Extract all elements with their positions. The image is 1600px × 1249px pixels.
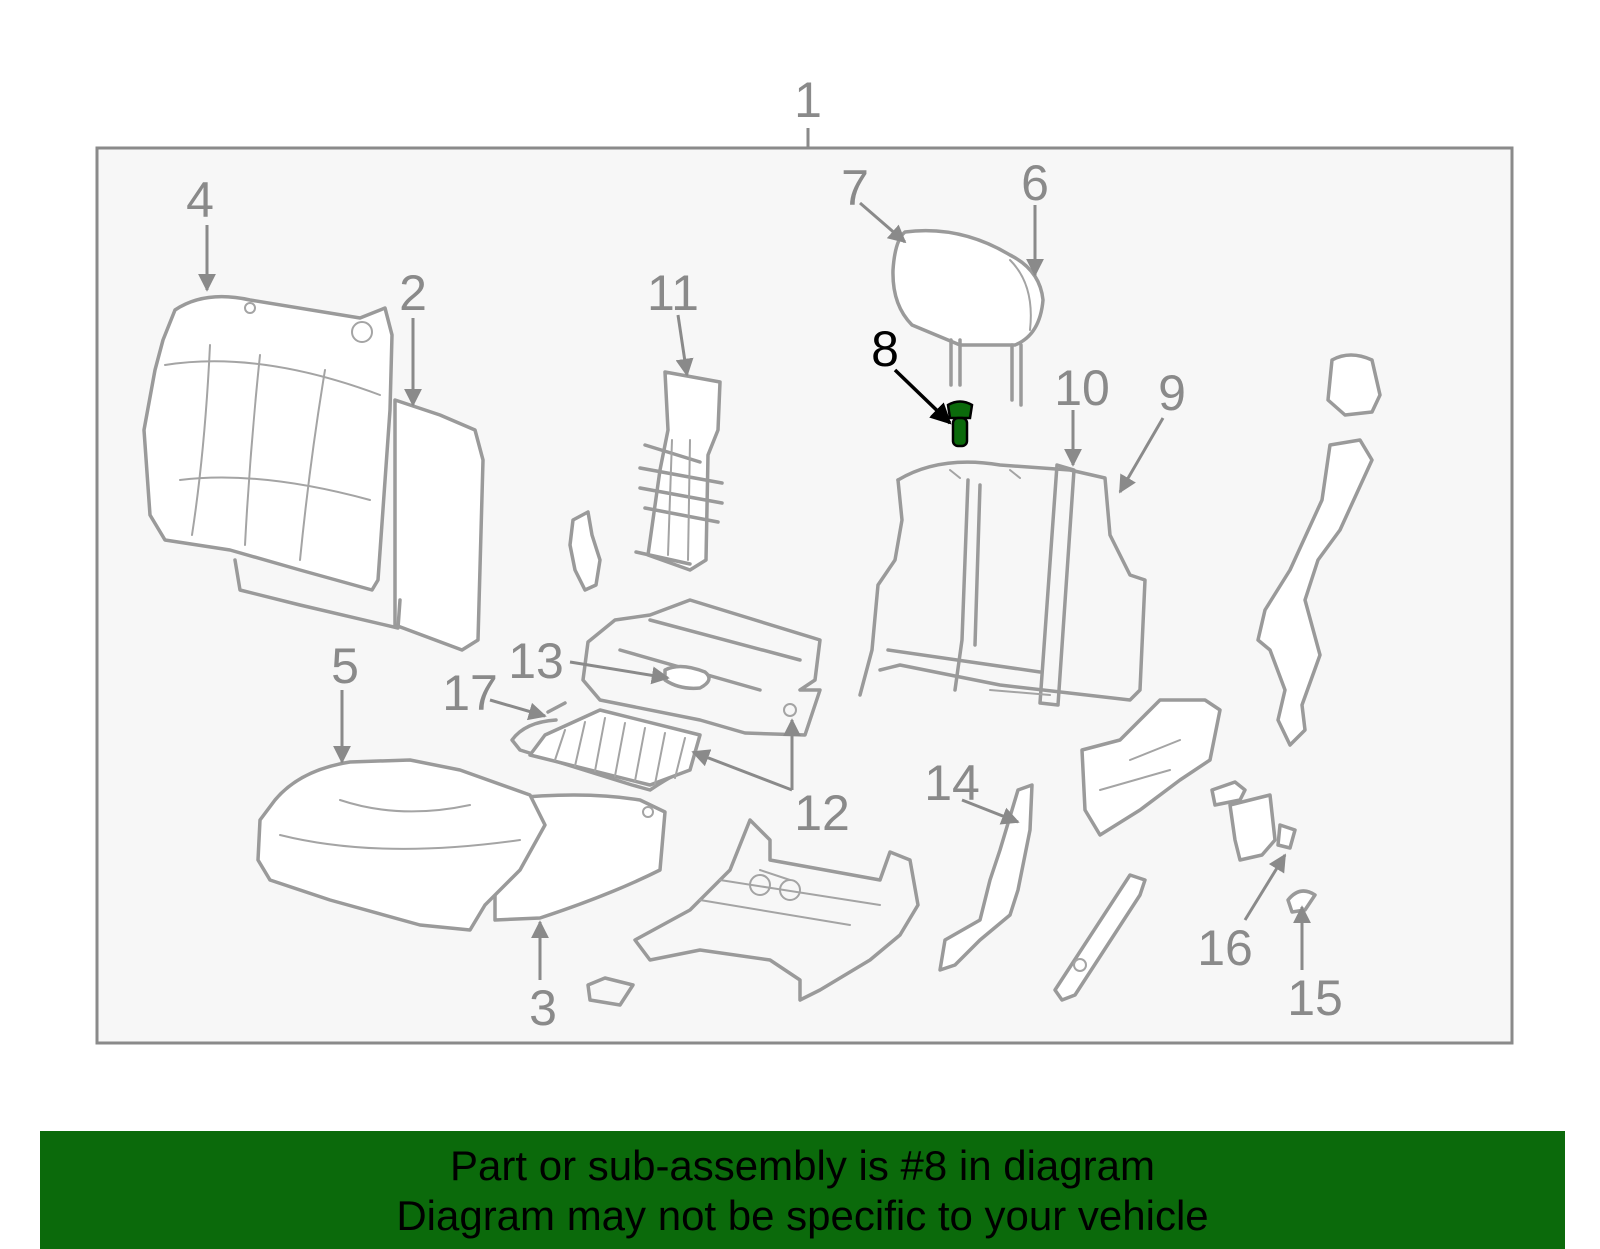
- leader-16: [1243, 853, 1287, 921]
- headrest-guide-part-8: [946, 400, 974, 448]
- callout-15: 15: [1287, 970, 1343, 1026]
- console-bin: [1080, 698, 1222, 837]
- leader-11: [675, 314, 694, 377]
- seat-adjuster-track: [633, 818, 920, 1002]
- lumbar-support: [634, 370, 724, 572]
- parts-diagram: 1 4 2 11 7 6 8 10 9 13 17 5 12 14 3 16 1…: [95, 72, 1514, 1045]
- callout-10: 10: [1054, 360, 1110, 416]
- track-cover: [1053, 873, 1147, 1002]
- callout-7: 7: [841, 160, 869, 216]
- callout-4: 4: [186, 172, 214, 228]
- callout-13: 13: [508, 633, 564, 689]
- callout-6: 6: [1021, 155, 1049, 211]
- leader-12a: [691, 749, 793, 792]
- callout-5: 5: [331, 638, 359, 694]
- recliner-handle-clip: [568, 510, 602, 592]
- bracket: [586, 976, 635, 1007]
- callout-8: 8: [871, 321, 899, 377]
- banner-line-1: Part or sub-assembly is #8 in diagram: [450, 1142, 1155, 1189]
- leader-14: [961, 798, 1020, 825]
- callout-2: 2: [399, 265, 427, 321]
- side-shield: [1256, 353, 1382, 747]
- seat-back-frame: [858, 460, 1147, 707]
- leader-7: [859, 201, 907, 244]
- info-banner: Part or sub-assembly is #8 in diagram Di…: [40, 1131, 1565, 1249]
- callout-11: 11: [647, 265, 699, 321]
- banner-line-2: Diagram may not be specific to your vehi…: [396, 1192, 1209, 1239]
- callout-3: 3: [529, 980, 557, 1036]
- seat-back-cover: [142, 294, 485, 652]
- callout-12: 12: [794, 785, 850, 841]
- seat-cushion-frame: [581, 598, 822, 737]
- callout-16: 16: [1197, 920, 1253, 976]
- recliner-cover: [938, 783, 1034, 972]
- leader-8: [893, 368, 952, 425]
- leader-13: [569, 660, 670, 685]
- callout-14: 14: [924, 755, 980, 811]
- cushion-spring-mat: [510, 701, 702, 792]
- callout-1: 1: [794, 72, 822, 128]
- callout-9: 9: [1158, 365, 1186, 421]
- leader-9: [1118, 417, 1165, 494]
- seat-cushion-cover: [256, 758, 667, 932]
- headrest: [891, 228, 1045, 407]
- leader-17: [489, 698, 547, 721]
- callout-17: 17: [442, 665, 498, 721]
- switch-bezel: [1210, 780, 1297, 862]
